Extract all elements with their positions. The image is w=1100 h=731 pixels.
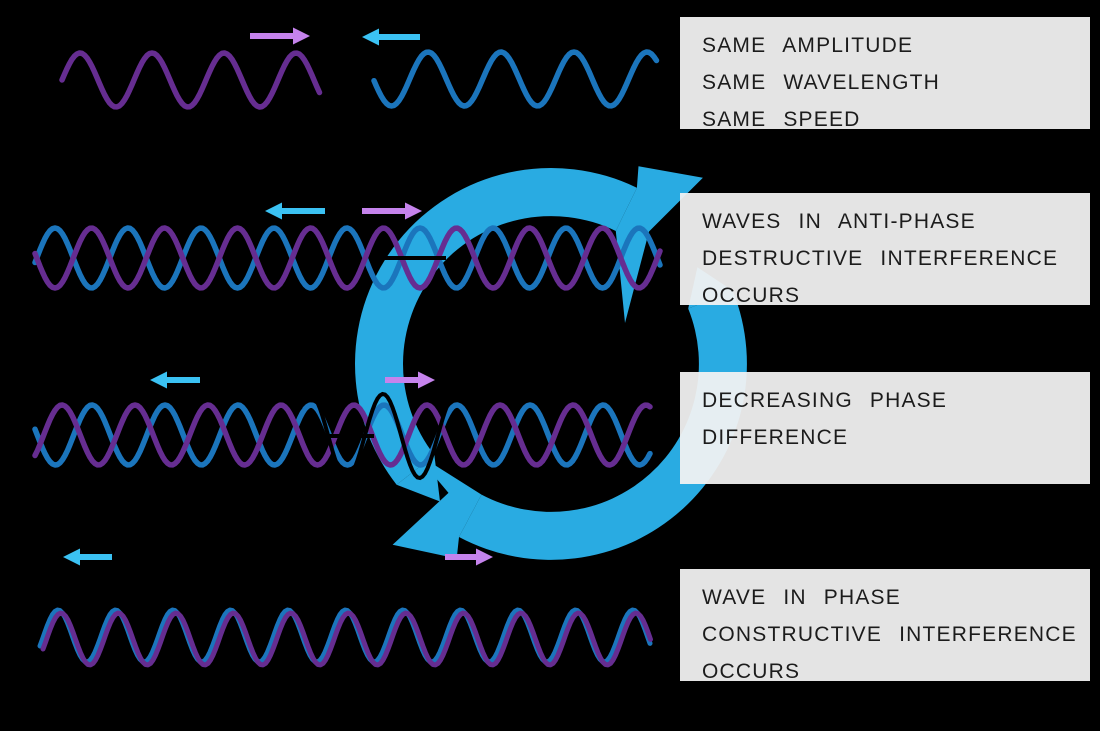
label-box-same-properties: SAME AMPLITUDE SAME WAVELENGTH SAME SPEE… xyxy=(680,17,1090,131)
wave-blue-row3 xyxy=(32,402,653,468)
wave-purple-row2 xyxy=(32,225,663,291)
label-line: CONSTRUCTIVE INTERFERENCE xyxy=(702,623,1077,646)
label-line: WAVE IN PHASE xyxy=(702,586,901,609)
violet-arrow-right-row1-icon xyxy=(250,27,310,45)
label-box-anti-phase: WAVES IN ANTI-PHASE DESTRUCTIVE INTERFER… xyxy=(680,193,1090,307)
label-line: OCCURS xyxy=(702,284,801,307)
wave-blue-row2 xyxy=(32,225,663,291)
violet-arrow-right-row3-icon xyxy=(385,371,435,389)
cycle-arrow-top-head xyxy=(615,166,703,323)
wave-purple-row1 xyxy=(59,50,323,110)
label-line: DECREASING PHASE xyxy=(702,389,948,412)
label-line: SAME WAVELENGTH xyxy=(702,71,941,94)
wave-purple-row4 xyxy=(40,610,653,668)
cycle-arrow-bottom-arc xyxy=(459,290,747,560)
wave-blue-row1 xyxy=(371,49,660,109)
label-line: SAME AMPLITUDE xyxy=(702,34,914,57)
cyan-arrow-left-row2-icon xyxy=(265,202,325,220)
cycle-arrow-bottom-head xyxy=(392,452,482,559)
cyan-arrow-left-row4-icon xyxy=(63,548,112,566)
wave-purple-row3 xyxy=(32,402,653,468)
label-line: OCCURS xyxy=(702,660,801,683)
label-line: SAME SPEED xyxy=(702,108,861,131)
resultant-wave-row3 xyxy=(298,391,458,481)
label-box-decreasing-phase: DECREASING PHASE DIFFERENCE xyxy=(680,372,1090,484)
cyan-arrow-left-row3-icon xyxy=(150,371,200,389)
label-line: WAVES IN ANTI-PHASE xyxy=(702,210,976,233)
label-line: DIFFERENCE xyxy=(702,426,849,449)
violet-arrow-right-row4-icon xyxy=(445,548,493,566)
label-box-in-phase: WAVE IN PHASE CONSTRUCTIVE INTERFERENCE … xyxy=(680,569,1090,683)
violet-arrow-right-row2-icon xyxy=(362,202,422,220)
cycle-arrow-top-arc xyxy=(355,167,637,485)
label-line: DESTRUCTIVE INTERFERENCE xyxy=(702,247,1059,270)
cyan-arrow-left-row1-icon xyxy=(362,28,420,46)
